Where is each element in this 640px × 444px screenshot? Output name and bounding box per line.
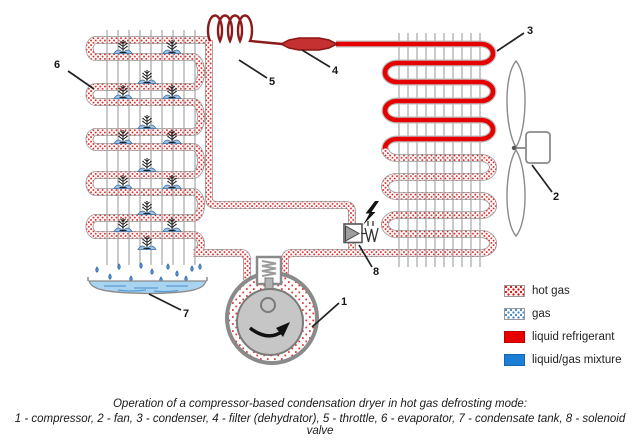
- callout-6-evaporator: 6: [54, 59, 61, 71]
- rotor-pin: [260, 297, 276, 313]
- gas-swatch: [504, 308, 525, 320]
- water-waves: [104, 285, 188, 293]
- fan-motor: [525, 131, 551, 164]
- callout-leaders: [67, 32, 553, 328]
- condensate-tank: [87, 277, 208, 295]
- legend-label: gas: [532, 308, 551, 320]
- callout-7-condensate-tank: 7: [183, 308, 190, 320]
- fan-hub: [511, 145, 517, 151]
- liquid-refrigerant-swatch: [504, 331, 525, 343]
- fan: [506, 59, 551, 238]
- lightning-bolt-icon: [363, 201, 379, 225]
- fan-blade-bottom: [506, 148, 526, 238]
- throttle-coil: [206, 14, 283, 46]
- legend-label: hot gas: [532, 285, 570, 297]
- callout-1-compressor: 1: [341, 296, 348, 308]
- legend-row-liquid-refrigerant: liquid refrigerant: [504, 331, 621, 343]
- legend-label: liquid/gas mixture: [532, 354, 622, 366]
- legend-row-gas: gas: [504, 308, 621, 320]
- legend-label: liquid refrigerant: [532, 331, 615, 343]
- evaporator-fins: [106, 30, 196, 265]
- hot-gas-bypass-pipe: [209, 40, 352, 253]
- solenoid-valve: [343, 201, 379, 244]
- callout-4-filter: 4: [332, 65, 339, 77]
- caption-key: 1 - compressor, 2 - fan, 3 - condenser, …: [14, 413, 626, 437]
- legend-row-liquid-gas-mixture: liquid/gas mixture: [504, 354, 621, 366]
- valve-spring: [364, 221, 379, 243]
- liquid-gas-mixture-swatch: [504, 354, 525, 366]
- rotation-arrowhead: [276, 322, 290, 337]
- stub-spring: [261, 260, 277, 277]
- compressor-rotor: [236, 288, 304, 356]
- legend: hot gas gas liquid refrigerant liquid/ga…: [504, 285, 621, 366]
- caption-title: Operation of a compressor-based condensa…: [112, 398, 528, 410]
- callout-2-fan: 2: [553, 191, 560, 203]
- callout-8-solenoid-valve: 8: [373, 266, 380, 278]
- callout-3-condenser: 3: [527, 25, 534, 37]
- filter-drier: [279, 37, 339, 51]
- fan-blade-top: [506, 59, 526, 149]
- condenser-fins: [398, 33, 481, 267]
- hot-gas-swatch: [504, 285, 525, 297]
- condenser-coil-liquid-section: [336, 44, 493, 149]
- legend-row-hot-gas: hot gas: [504, 285, 621, 297]
- water-droplets: [95, 262, 202, 283]
- refrigeration-circuit-diagram: [67, 14, 553, 365]
- compressor: [225, 255, 319, 365]
- evaporator-coil: [90, 40, 248, 280]
- callout-5-throttle: 5: [269, 76, 276, 88]
